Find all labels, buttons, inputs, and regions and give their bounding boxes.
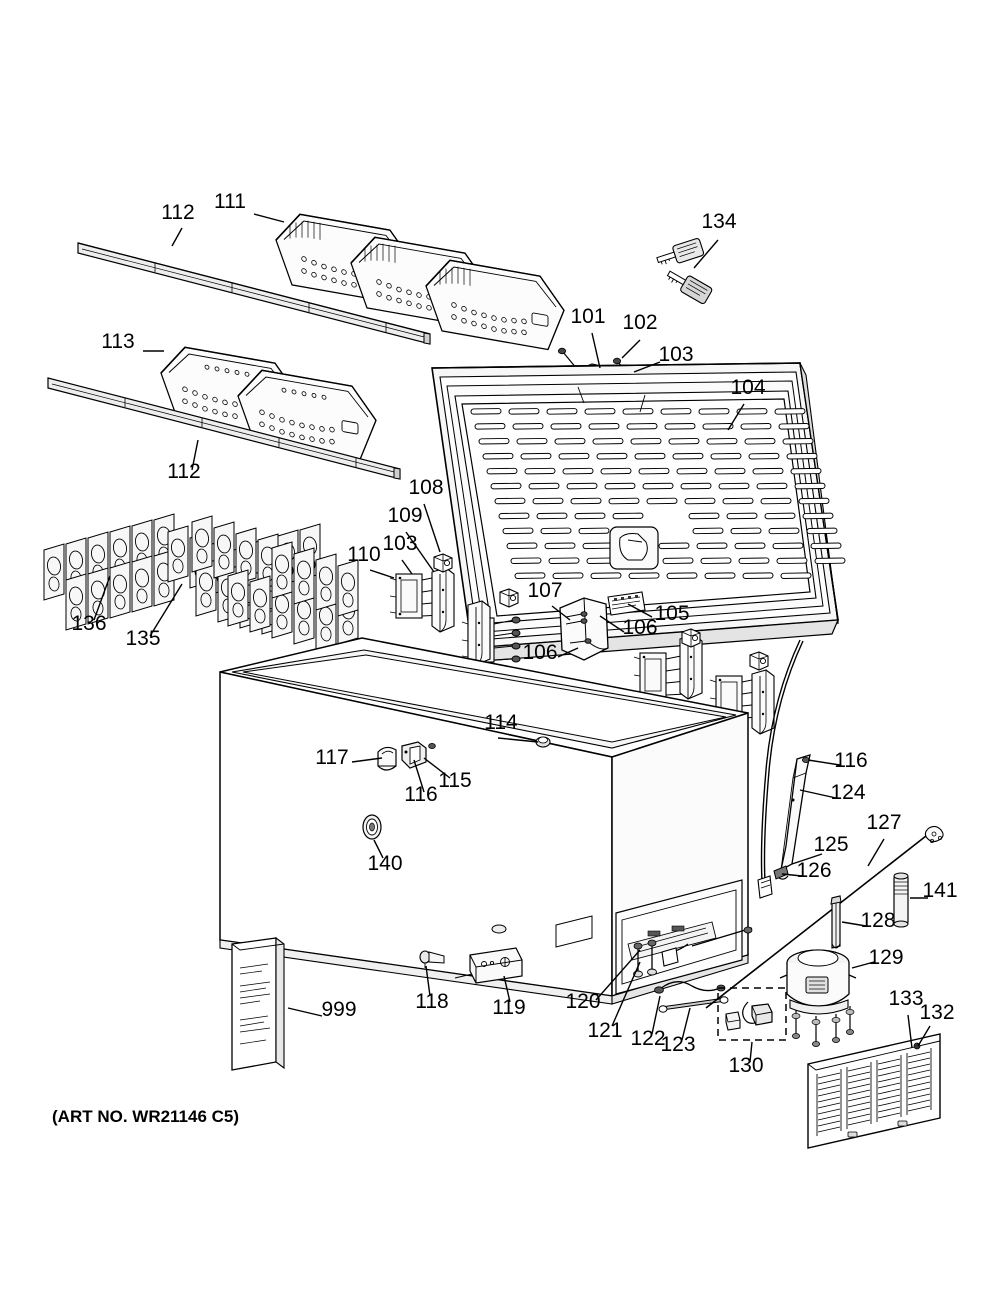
callout-121-base-screw: 121 (587, 1019, 622, 1042)
callout-116-lock-screw: 116 (404, 783, 437, 806)
callout-119-thermostat-box: 119 (492, 996, 525, 1019)
leader-lines (93, 213, 931, 1063)
part-122-ground-wire (654, 981, 726, 994)
callout-134-lock-keys: 134 (701, 210, 736, 233)
callout-106-control-screw: 106 (522, 641, 557, 664)
part-134-lock-keys (656, 238, 713, 305)
callout-112-basket-rail: 112 (161, 201, 194, 224)
callout-114-cabinet-plug: 114 (484, 711, 518, 734)
callout-130-relay-overload-kit: 130 (728, 1054, 763, 1077)
callout-133-base-grille: 133 (888, 987, 923, 1010)
callout-109-hinge-cover: 109 (387, 504, 422, 527)
part-141-leveling-foot (893, 872, 909, 928)
callout-115-lock-catch: 115 (438, 769, 471, 792)
callout-123-drain-hose: 123 (660, 1033, 695, 1056)
callout-128-leveling-leg: 128 (860, 909, 895, 932)
callout-127-capillary-tube: 127 (866, 811, 901, 834)
part-111-upper-baskets (275, 213, 565, 351)
callout-113-lower-basket-set: 113 (101, 330, 134, 353)
callout-141-leveling-foot: 141 (922, 879, 957, 902)
callout-102-handle-screw: 102 (622, 311, 657, 334)
callout-132-grille-clip: 132 (919, 1001, 954, 1024)
part-112-basket-rail-upper (77, 242, 431, 345)
callout-103-hinge-screw: 103 (382, 532, 417, 555)
art-number-label: (ART NO. WR21146 C5) (52, 1107, 239, 1126)
callout-103-handle-end-cap: 103 (658, 343, 693, 366)
callout-120-base-bracket: 120 (565, 990, 600, 1013)
callout-117-lock-strike: 117 (315, 746, 348, 769)
part-127-capillary-tube (705, 825, 944, 1009)
part-128-leveling-leg (830, 895, 842, 949)
callout-118-drain-plug: 118 (415, 990, 448, 1013)
callout-135-divider-panel-inner: 135 (125, 627, 160, 650)
part-105-control-label (607, 591, 646, 616)
part-999-owners-manual (231, 936, 285, 1071)
part-114-cabinet-plug (535, 736, 551, 748)
callout-140-drain-cap: 140 (367, 852, 402, 875)
callout-108-hinge-cover-cap: 108 (408, 476, 443, 499)
part-129-compressor (779, 949, 857, 1048)
part-133-base-grille (807, 1033, 941, 1149)
part-112-basket-rail-lower (47, 377, 401, 480)
callout-126-strut-clip: 126 (796, 859, 831, 882)
callout-116-strut-screw: 116 (834, 749, 867, 772)
wire-harness (757, 639, 804, 899)
part-120-121-base-screws (633, 939, 657, 978)
cabinet-body (219, 637, 749, 1005)
lid-latch-recess (609, 526, 659, 570)
callout-101-lid-handle-bracket: 101 (570, 305, 605, 328)
callout-104-lid-assembly: 104 (730, 376, 765, 399)
part-130-relay-overload-kit (717, 987, 787, 1041)
part-115-lock-catch (401, 741, 427, 769)
wire-harness-lower (661, 926, 753, 967)
part-104-lid-assembly (431, 362, 846, 663)
callout-129-compressor: 129 (868, 946, 903, 969)
part-119-thermostat-box (454, 947, 523, 984)
callout-136-divider-panel-outer: 136 (71, 612, 106, 635)
callout-122-ground-wire: 122 (630, 1027, 665, 1050)
lid-liner-slots (470, 408, 846, 579)
callout-110-hinge-plate: 110 (347, 543, 380, 566)
machine-compartment (615, 879, 743, 995)
part-117-lock-strike (377, 746, 397, 771)
callout-999-owners-manual: 999 (321, 998, 356, 1021)
grille-louvers (816, 1048, 932, 1136)
callout-107-control-housing: 107 (527, 579, 562, 602)
callout-106-control-screw: 106 (622, 616, 657, 639)
callout-125-strut-pin: 125 (813, 833, 848, 856)
part-116-lock-screw (428, 743, 436, 750)
callout-111-upper-basket-set: 111 (214, 190, 246, 213)
part-107-control-housing (559, 597, 609, 661)
callout-124-lid-support-strut: 124 (830, 781, 865, 804)
callout-105-control-label: 105 (654, 602, 689, 625)
part-123-drain-hose (658, 996, 729, 1013)
part-140-drain-cap (362, 814, 382, 840)
callout-112-basket-rail: 112 (167, 460, 200, 483)
part-118-drain-plug (419, 950, 445, 968)
